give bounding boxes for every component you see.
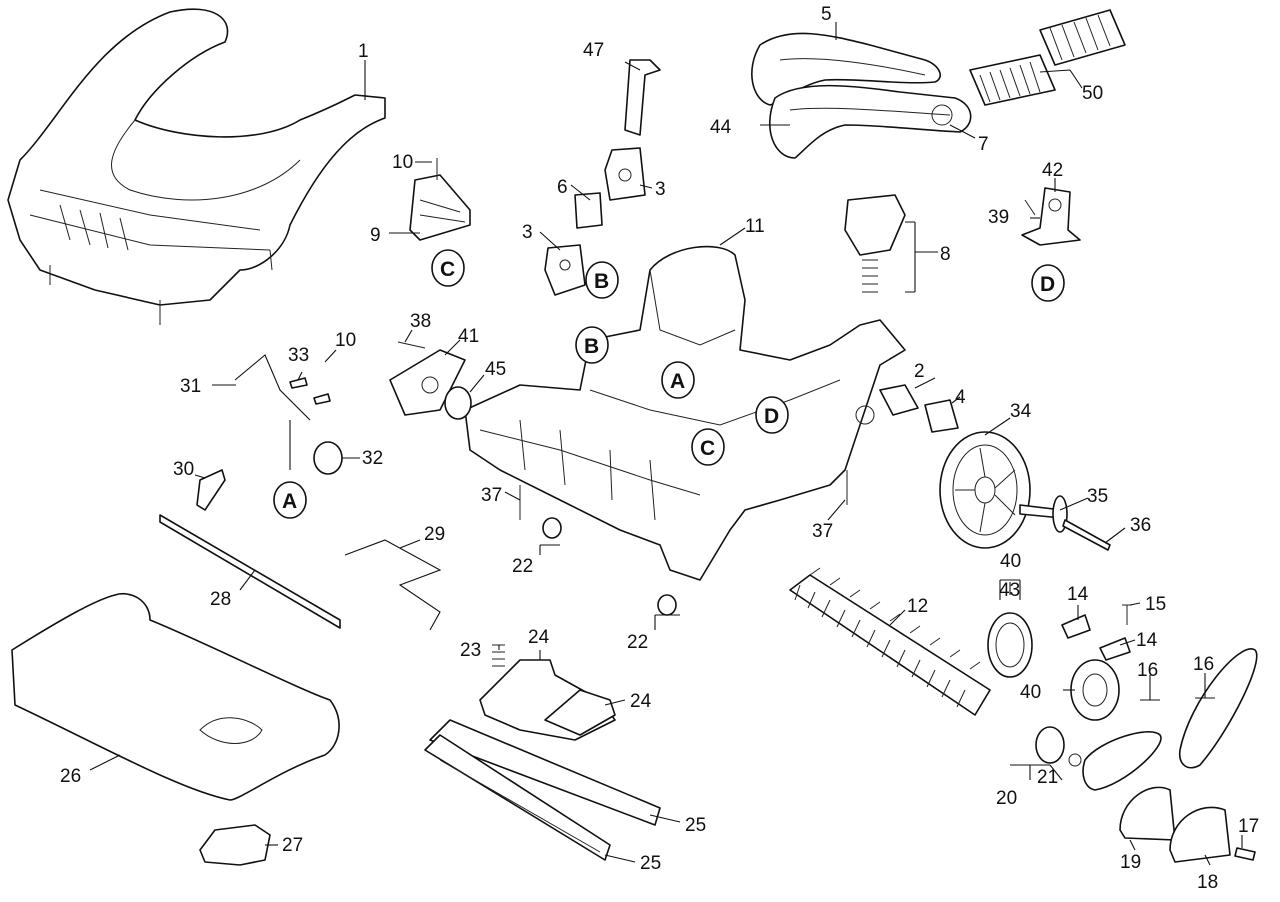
part-brush-roller xyxy=(789,567,991,716)
callout-8: 8 xyxy=(940,244,951,265)
callout-37: 37 xyxy=(481,485,502,506)
callout-24: 24 xyxy=(630,691,652,712)
part-brush-head-spring xyxy=(844,194,906,293)
callout-4: 4 xyxy=(955,387,966,408)
callout-1: 1 xyxy=(358,41,369,62)
part-handle-upper xyxy=(751,32,941,106)
part-axle-sleeves xyxy=(879,384,959,433)
callout-31: 31 xyxy=(180,376,201,397)
callout-16: 16 xyxy=(1193,654,1214,675)
part-wheel xyxy=(939,431,1031,549)
callout-26: 26 xyxy=(60,766,81,787)
callout-50: 50 xyxy=(1082,83,1103,104)
callout-23: 23 xyxy=(460,640,481,661)
callout-42: 42 xyxy=(1042,160,1063,181)
svg-text:A: A xyxy=(670,370,685,393)
callout-2: 2 xyxy=(914,361,925,382)
reference-bubbles: A A B B C C D D xyxy=(273,249,1065,519)
part-clip-bracket xyxy=(409,158,471,241)
callout-32: 32 xyxy=(362,448,383,469)
callout-33: 33 xyxy=(288,345,309,366)
part-squeegee xyxy=(424,644,661,861)
part-gear-housing xyxy=(987,612,1120,767)
callout-25: 25 xyxy=(685,815,706,836)
callout-21: 21 xyxy=(1037,767,1058,788)
callout-17: 17 xyxy=(1238,816,1259,837)
callout-22: 22 xyxy=(627,632,648,653)
ref-bubble-c: C xyxy=(431,249,465,287)
svg-text:A: A xyxy=(282,490,297,513)
callout-9: 9 xyxy=(370,225,381,246)
callout-3: 3 xyxy=(655,179,666,200)
callout-40: 40 xyxy=(1020,682,1041,703)
callout-19: 19 xyxy=(1120,852,1141,873)
part-motor-plate xyxy=(389,341,472,420)
callout-18: 18 xyxy=(1197,872,1218,893)
callout-14: 14 xyxy=(1136,630,1158,651)
callout-7: 7 xyxy=(978,134,989,155)
svg-text:D: D xyxy=(1040,273,1055,296)
ref-bubble-d: D xyxy=(1031,264,1065,302)
svg-text:C: C xyxy=(700,437,715,460)
part-rods xyxy=(159,354,442,631)
callout-20: 20 xyxy=(996,788,1017,809)
callout-16: 16 xyxy=(1137,660,1158,681)
ref-bubble-b: B xyxy=(575,326,609,364)
part-chassis xyxy=(464,245,906,581)
callout-10: 10 xyxy=(335,330,356,351)
callout-29: 29 xyxy=(424,524,445,545)
svg-text:D: D xyxy=(764,405,779,428)
callout-3: 3 xyxy=(522,222,533,243)
svg-text:B: B xyxy=(594,270,609,293)
callout-14: 14 xyxy=(1067,584,1089,605)
callout-11: 11 xyxy=(745,216,765,237)
callout-45: 45 xyxy=(485,359,506,380)
ref-bubble-d: D xyxy=(755,396,789,434)
part-hoses xyxy=(969,9,1126,106)
svg-text:C: C xyxy=(440,258,455,281)
ref-bubble-c: C xyxy=(691,428,725,466)
callout-39: 39 xyxy=(988,207,1009,228)
callout-28: 28 xyxy=(210,589,231,610)
callout-47: 47 xyxy=(583,40,604,61)
callout-5: 5 xyxy=(821,4,832,25)
callout-27: 27 xyxy=(282,835,303,856)
part-handle-lower xyxy=(769,84,972,159)
callout-44: 44 xyxy=(710,117,732,138)
callout-36: 36 xyxy=(1130,515,1151,536)
callout-41: 41 xyxy=(458,326,479,347)
callout-24: 24 xyxy=(528,627,550,648)
callout-10: 10 xyxy=(392,152,413,173)
callout-38: 38 xyxy=(410,311,431,332)
callout-30: 30 xyxy=(173,459,194,480)
part-cable-bracket xyxy=(544,59,661,296)
part-belts xyxy=(1082,648,1258,791)
callout-40: 40 xyxy=(1000,551,1021,572)
svg-text:B: B xyxy=(584,335,599,358)
callout-43: 43 xyxy=(999,580,1020,601)
callout-numbers: 1 2 3 3 4 5 6 7 8 9 10 10 11 12 14 14 15… xyxy=(60,4,1259,893)
part-bottom-shell xyxy=(11,593,340,866)
part-plates xyxy=(1119,786,1256,863)
ref-bubble-b: B xyxy=(585,261,619,299)
callout-34: 34 xyxy=(1010,401,1032,422)
part-clips xyxy=(1061,604,1132,661)
callout-15: 15 xyxy=(1145,594,1166,615)
leader-lines xyxy=(89,22,1243,866)
ref-bubble-a: A xyxy=(273,481,307,519)
callout-6: 6 xyxy=(557,177,568,198)
part-top-cover xyxy=(7,8,386,325)
part-axle-pin xyxy=(1019,495,1111,551)
ref-bubble-a: A xyxy=(661,361,695,399)
callout-25: 25 xyxy=(640,853,661,874)
callout-35: 35 xyxy=(1087,486,1108,507)
part-bracket-d xyxy=(1021,187,1081,246)
callout-22: 22 xyxy=(512,556,533,577)
callout-37: 37 xyxy=(812,521,833,542)
callout-12: 12 xyxy=(907,596,928,617)
